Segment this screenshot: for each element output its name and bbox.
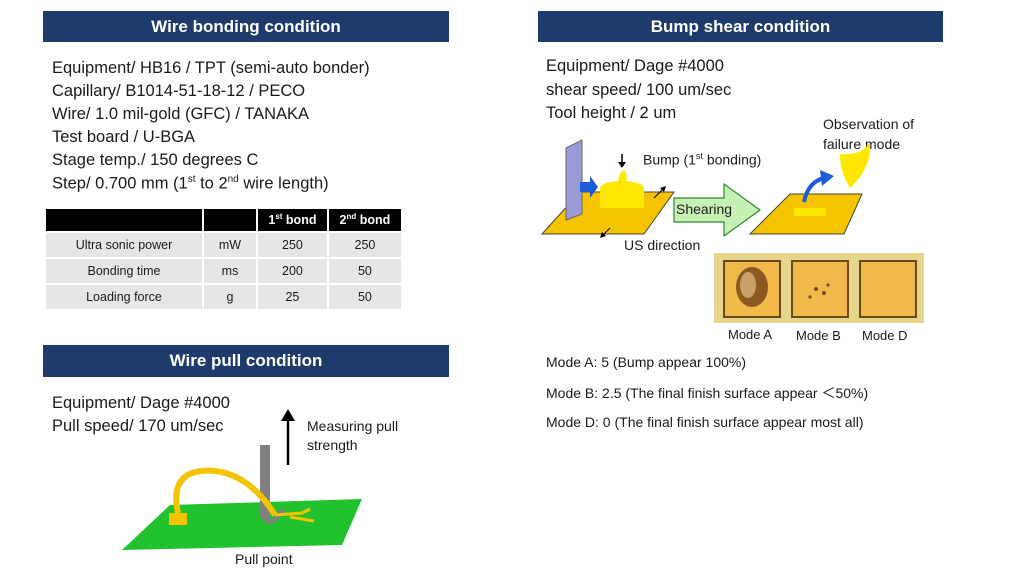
sheared-bump [840,142,870,188]
table-cell-param: Bonding time [46,259,202,283]
mode-a-bump-highlight [740,272,756,298]
bs-equipment: Equipment/ Dage #4000 [546,57,724,76]
table-row: Bonding time ms 200 50 [46,259,401,283]
table-cell-second: 50 [329,285,401,309]
wire-bonding-title: Wire bonding condition [151,17,341,37]
mode-d-result: Mode D: 0 (The final finish surface appe… [546,414,863,430]
pull-arrow-head [281,409,295,421]
bump-top [600,181,644,195]
table-row: Ultra sonic power mW 250 250 [46,233,401,257]
table-header-row: 1st bond 2nd bond [46,209,401,231]
wb-capillary: Capillary/ B1014-51-18-12 / PECO [52,82,305,101]
table-cell-param: Loading force [46,285,202,309]
table-cell-first: 250 [258,233,327,257]
wire-bonding-header: Wire bonding condition [43,11,449,42]
mode-b-speck [826,283,829,286]
bump-shear-title: Bump shear condition [651,17,830,37]
wire-pull-header: Wire pull condition [43,345,449,377]
measuring-label-2: strength [307,437,358,453]
table-cell-param: Ultra sonic power [46,233,202,257]
mode-b-speck [822,291,826,295]
table-header-first-bond: 1st bond [258,209,327,231]
pull-point-label: Pull point [235,551,293,567]
table-row: Loading force g 25 50 [46,285,401,309]
wb-step: Step/ 0.700 mm (1st to 2nd wire length) [52,174,329,194]
mode-a-result: Mode A: 5 (Bump appear 100%) [546,354,746,370]
bonding-condition-table: 1st bond 2nd bond Ultra sonic power mW 2… [44,207,403,311]
wb-wire: Wire/ 1.0 mil-gold (GFC) / TANAKA [52,105,309,124]
table-cell-second: 250 [329,233,401,257]
mode-d-caption: Mode D [862,328,908,343]
lift-arrow-head [820,170,834,186]
table-header-second-bond: 2nd bond [329,209,401,231]
bump-residue [794,208,826,216]
table-cell-first: 200 [258,259,327,283]
measuring-label-1: Measuring pull [307,418,398,434]
bs-shear-speed: shear speed/ 100 um/sec [546,81,731,100]
bump-tail [618,170,627,182]
table-cell-unit: mW [204,233,256,257]
pull-board [122,499,362,550]
wire-ball-bond [169,513,187,525]
us-direction-label: US direction [624,237,700,253]
failure-mode-photos [714,253,924,323]
mode-b-caption: Mode B [796,328,841,343]
wb-stage-temp: Stage temp./ 150 degrees C [52,151,258,170]
wire-pull-title: Wire pull condition [170,351,323,371]
bump-shear-diagram [540,110,940,250]
shear-tool [566,140,582,220]
table-cell-second: 50 [329,259,401,283]
table-header-blank [46,209,202,231]
table-cell-unit: g [204,285,256,309]
mode-a-caption: Mode A [728,327,772,342]
mode-b-pad [792,261,848,317]
mode-b-result: Mode B: 2.5 (The final finish surface ap… [546,383,868,403]
shearing-label: Shearing [676,201,732,217]
table-cell-first: 25 [258,285,327,309]
table-cell-unit: ms [204,259,256,283]
failure-mode-images [714,253,924,323]
mode-b-speck [808,295,811,298]
mode-d-pad [860,261,916,317]
wb-equipment: Equipment/ HB16 / TPT (semi-auto bonder) [52,59,370,78]
bump-label-pointer-head [618,162,626,168]
table-header-unit [204,209,256,231]
mode-b-speck [814,287,818,291]
bump-label: Bump (1st bonding) [643,151,761,168]
wb-test-board: Test board / U-BGA [52,128,195,147]
bump-shear-header: Bump shear condition [538,11,943,42]
